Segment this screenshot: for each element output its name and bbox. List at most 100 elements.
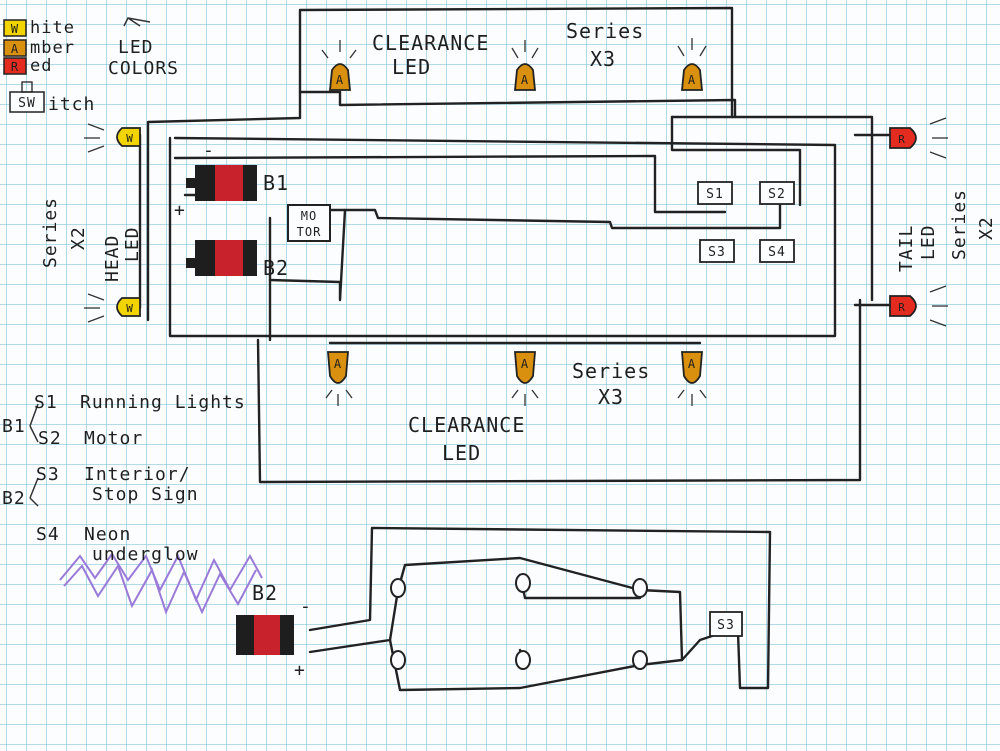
series-head-x2: X2 <box>68 226 89 250</box>
neon-glow-zigzag-2 <box>63 563 257 615</box>
legend-colors: COLORS <box>108 58 179 79</box>
key-s4-desc: Neon <box>84 524 131 545</box>
battery-label: B1 <box>263 171 289 195</box>
legend-white-letter: W <box>11 22 19 36</box>
battery-label: B2 <box>263 256 289 280</box>
legend-red-letter: R <box>11 60 19 74</box>
legend-amber-text: mber <box>30 38 75 58</box>
top-clearance-wire <box>338 90 737 119</box>
main-loop-wire <box>168 136 837 338</box>
led-top-amber-2: A <box>511 40 539 91</box>
led-bottom-amber-1: A <box>325 351 353 406</box>
series-tail-label: Series <box>949 189 970 260</box>
switch-label: S4 <box>768 245 786 260</box>
underglow-bottom-wire <box>388 638 684 692</box>
led-bottom-amber-2: A <box>511 351 539 406</box>
battery-minus: - <box>300 596 312 617</box>
led-head-white-2: W <box>84 293 141 323</box>
led-tail-red-2: R <box>889 285 948 327</box>
switch-s3-underglow: S3 <box>709 611 743 637</box>
head-led: LED <box>122 226 143 262</box>
legend-amber-letter: A <box>11 42 19 56</box>
key-s2-code: S2 <box>38 428 62 449</box>
led-head-white-1: W <box>84 123 141 153</box>
neon-node <box>390 578 406 598</box>
switch-label: S1 <box>706 187 724 202</box>
series-top-x3: X3 <box>590 47 616 71</box>
battery-plus: + <box>174 200 186 221</box>
tail-top-wire <box>670 115 874 302</box>
s1-wire <box>173 154 727 214</box>
legend-switch-box: SW <box>18 96 36 111</box>
series-bottom-label: Series <box>572 359 650 383</box>
battery-minus: - <box>203 140 215 161</box>
bottom-clearance-loop <box>256 298 862 484</box>
switch-s1: S1 <box>697 181 733 205</box>
switch-label: S2 <box>768 187 786 202</box>
underglow-circuit <box>59 526 772 692</box>
led-bottom-amber-3: A <box>677 351 707 406</box>
neon-node <box>390 650 406 670</box>
legend-led: LED <box>118 37 154 58</box>
led-letter: A <box>334 357 342 371</box>
underglow-outer-wire <box>308 526 772 690</box>
led-letter: A <box>688 357 696 371</box>
key-s3-desc2: Stop Sign <box>92 484 199 505</box>
legend-arrow <box>123 16 151 27</box>
led-letter: R <box>898 133 906 146</box>
led-letter: W <box>126 132 134 145</box>
b2-motor-wire <box>268 208 347 302</box>
clearance-bottom-led: LED <box>442 441 481 465</box>
series-head-label: Series <box>40 197 61 268</box>
s2-wire <box>670 115 802 207</box>
neon-node <box>515 650 531 670</box>
series-bottom-x3: X3 <box>598 385 624 409</box>
motor-wire <box>328 203 782 230</box>
switch-s2: S2 <box>759 181 795 205</box>
tail-label: TAIL <box>896 225 917 272</box>
key-s1-desc: Running Lights <box>80 392 246 413</box>
battery-b1: B1 - + <box>174 140 289 221</box>
leds: A A A A A A <box>84 38 948 406</box>
led-letter: W <box>126 302 134 315</box>
led-top-amber-3: A <box>677 38 707 91</box>
key-s2-desc: Motor <box>84 428 143 449</box>
switch-label: S3 <box>708 245 726 260</box>
key-s3-code: S3 <box>36 464 60 485</box>
series-tail-x2: X2 <box>976 216 997 240</box>
key-group-b2: B2 <box>2 488 26 509</box>
neon-node <box>632 578 648 598</box>
neon-node <box>632 650 648 670</box>
clearance-top-label: CLEARANCE <box>372 31 489 55</box>
led-letter: A <box>688 73 696 87</box>
underglow-mid-wire <box>518 573 642 600</box>
battery-b2-underglow: B2 - + <box>236 581 312 681</box>
motor-label-2: TOR <box>297 225 322 239</box>
color-legend: W hite A mber R ed LED COLORS SW itch <box>3 16 179 115</box>
wires <box>138 6 897 484</box>
led-letter: A <box>336 73 344 87</box>
switch-s3: S3 <box>699 239 735 263</box>
switch-label: S3 <box>717 618 735 633</box>
clearance-bottom-label: CLEARANCE <box>408 413 525 437</box>
led-letter: R <box>898 301 906 314</box>
battery-label: B2 <box>252 581 278 605</box>
led-letter: A <box>521 73 529 87</box>
legend-switch-text: itch <box>48 94 95 115</box>
key-s1-code: S1 <box>34 392 58 413</box>
neon-node <box>515 573 531 593</box>
battery-b2: B2 <box>186 240 289 280</box>
series-top-label: Series <box>566 19 644 43</box>
head-label: HEAD <box>102 235 123 282</box>
motor: MO TOR <box>287 204 331 242</box>
led-top-amber-1: A <box>321 40 357 91</box>
motor-label-1: MO <box>301 209 317 223</box>
switch-s4: S4 <box>759 239 795 263</box>
section-labels: CLEARANCE LED Series X3 CLEARANCE LED Se… <box>40 19 997 465</box>
battery-plus: + <box>294 660 306 681</box>
legend-red-text: ed <box>30 56 52 76</box>
key-group-b1: B1 <box>2 416 26 437</box>
legend-white-text: hite <box>30 18 75 38</box>
switch-key: B1 S1 Running Lights S2 Motor B2 S3 Inte… <box>2 392 246 565</box>
